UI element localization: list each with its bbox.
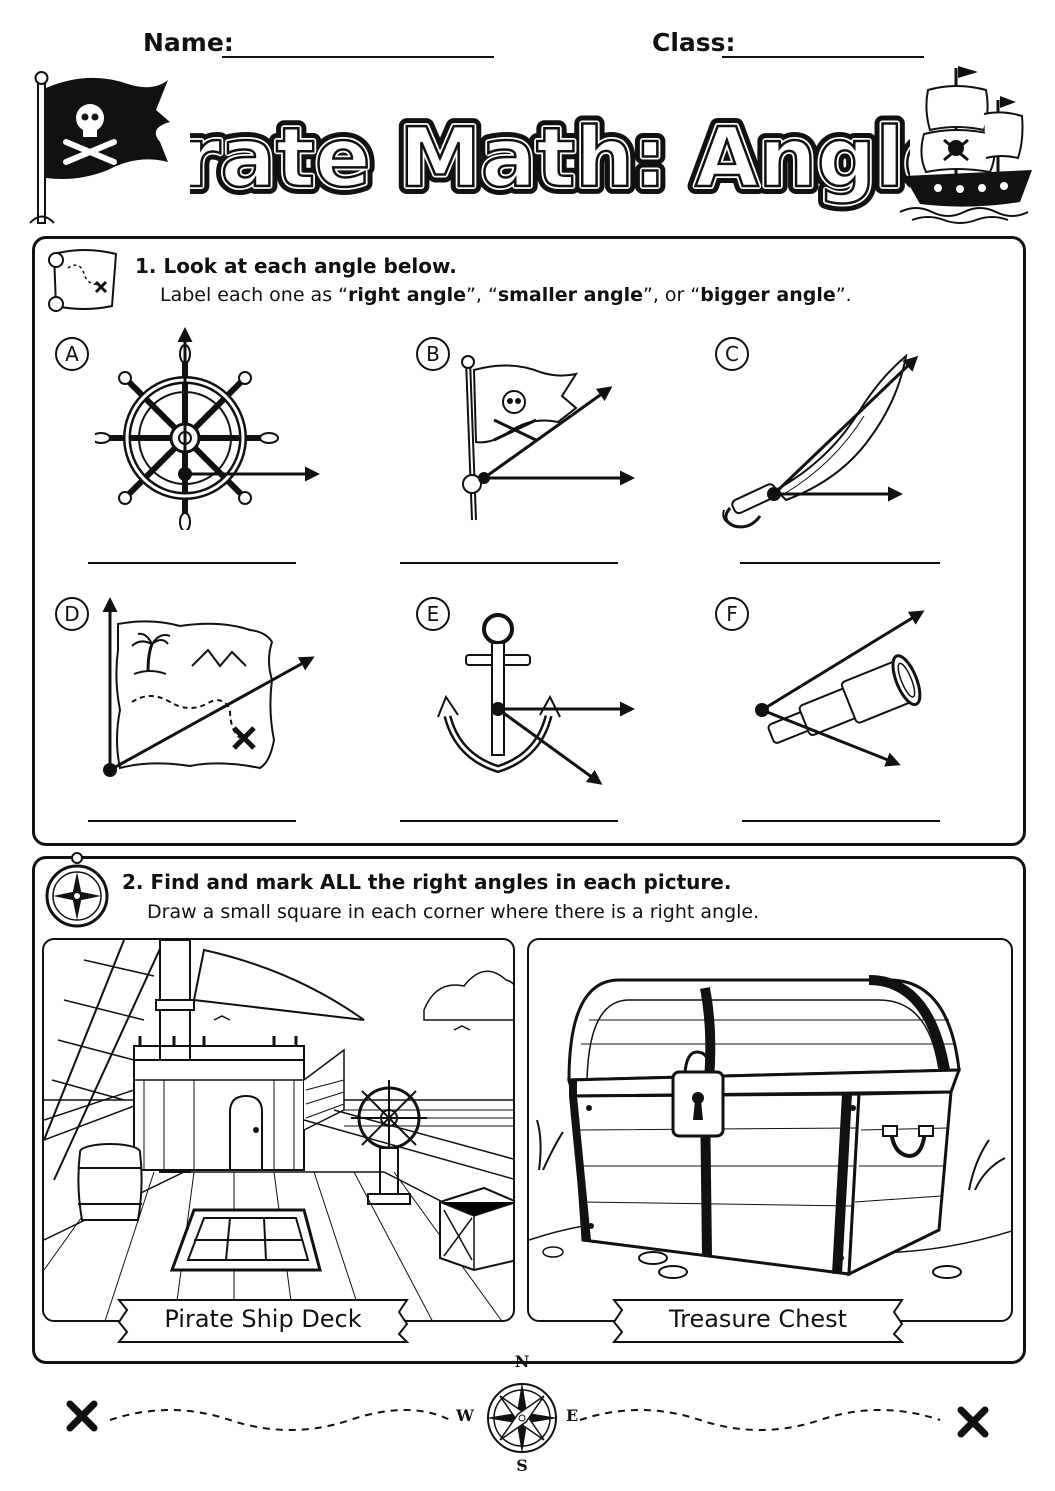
item-d-answer-line[interactable] — [88, 820, 296, 822]
name-field[interactable] — [222, 56, 494, 58]
term-right-angle: right angle — [347, 284, 467, 306]
class-label: Class: — [652, 28, 736, 57]
compass-east: E — [566, 1406, 579, 1425]
sub-prefix: Label each one as “ — [160, 284, 348, 306]
term-bigger-angle: bigger angle — [700, 284, 836, 306]
treasure-chest-caption-banner — [611, 1299, 905, 1343]
question-1-subtext: Label each one as “right angle”, “smalle… — [160, 284, 852, 306]
item-e-answer-line[interactable] — [400, 820, 618, 822]
question-1-title: 1. Look at each angle below. — [135, 254, 457, 278]
item-f-answer-line[interactable] — [742, 820, 940, 822]
compass-icon — [45, 852, 109, 928]
question-2-instruction: Find and mark ALL the right angles in ea… — [150, 870, 732, 894]
item-a-letter: A — [55, 337, 89, 371]
item-f-spyglass — [755, 610, 925, 767]
item-d-letter: D — [55, 597, 89, 631]
item-e-letter: E — [416, 597, 450, 631]
sub-sep-1: ”, “ — [466, 284, 498, 306]
item-b-letter: B — [416, 337, 450, 371]
compass-west: W — [456, 1406, 474, 1425]
svg-defs — [0, 0, 1, 1]
class-field[interactable] — [722, 56, 924, 58]
title-inner: Pirate Math: Angles — [190, 111, 910, 206]
item-c-answer-line[interactable] — [740, 562, 940, 564]
name-label: Name: — [143, 28, 234, 57]
question-1-number: 1. — [135, 254, 157, 278]
item-c-sword — [722, 353, 919, 529]
title-text: Pirate Math: Angles — [190, 111, 910, 206]
ship-deck-illustration — [44, 940, 513, 1320]
section-2-box — [32, 856, 1026, 1364]
item-b-pirate-flag — [461, 355, 635, 521]
treasure-chest-caption: Treasure Chest — [668, 1305, 848, 1333]
ship-deck-caption: Pirate Ship Deck — [164, 1305, 362, 1333]
compass-rose-icon — [486, 1382, 558, 1454]
compass-north: N — [514, 1352, 530, 1371]
x-mark-icon-left — [66, 1400, 98, 1432]
question-2-subtext: Draw a small square in each corner where… — [147, 901, 760, 923]
item-a-ship-wheel — [95, 327, 320, 530]
title-outline: Pirate Math: Angles — [190, 111, 910, 206]
compass-south: S — [516, 1456, 528, 1475]
treasure-map-icon — [48, 249, 118, 312]
item-d-treasure-map — [102, 597, 315, 777]
item-a-answer-line[interactable] — [88, 562, 296, 564]
footer-dashed-trail — [109, 1409, 941, 1431]
pirate-flag-icon — [29, 71, 170, 224]
treasure-chest-panel[interactable] — [527, 938, 1013, 1322]
question-2-title: 2. Find and mark ALL the right angles in… — [122, 870, 731, 894]
x-mark-icon-right — [957, 1406, 989, 1438]
sub-suffix: ”. — [835, 284, 852, 306]
page-title: Pirate Math: Angles Pirate Math: Angles … — [190, 103, 910, 214]
treasure-chest-illustration — [529, 975, 1011, 1279]
item-f-letter: F — [715, 597, 749, 631]
term-smaller-angle: smaller angle — [497, 284, 643, 306]
ship-deck-caption-banner — [116, 1299, 410, 1343]
sub-sep-2: ”, or “ — [642, 284, 701, 306]
pirate-ship-icon — [899, 66, 1032, 224]
question-1-instruction: Look at each angle below. — [163, 254, 457, 278]
item-c-letter: C — [715, 337, 749, 371]
ship-deck-panel[interactable] — [42, 938, 515, 1322]
item-b-answer-line[interactable] — [400, 562, 618, 564]
question-2-number: 2. — [122, 870, 144, 894]
item-e-anchor — [437, 613, 635, 785]
section-1-box — [32, 236, 1026, 846]
